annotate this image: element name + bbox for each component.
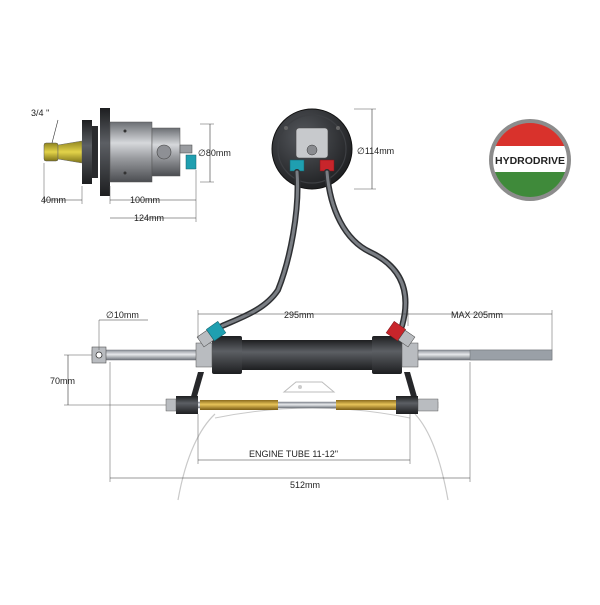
dim-max-stroke: MAX 205mm [451, 310, 503, 320]
hydraulic-hoses [219, 169, 409, 329]
logo-stripe-white [493, 146, 567, 172]
reservoir: ∅114mm [271, 108, 394, 190]
cylinder-end-cap-right [372, 336, 402, 374]
bracket-right [404, 372, 418, 400]
cylinder-dimensions: ∅10mm 295mm MAX 205mm 70mm ENGINE TUBE 1… [50, 310, 553, 490]
pump-valve-plug [156, 144, 172, 160]
dim-rod-diameter: ∅10mm [106, 310, 139, 320]
logo-stripe-red [493, 123, 567, 146]
logo-text: HYDRODRIVE [495, 155, 565, 167]
pump-port-fitting [179, 144, 193, 154]
reservoir-cap [295, 127, 329, 159]
dim-height-offset: 70mm [50, 376, 75, 386]
pump-mount-plate [100, 108, 110, 196]
rod-end-right [469, 349, 553, 361]
helm-pump: 3/4 '' 40mm 100mm 124mm ∅80mm [31, 108, 231, 223]
shaft-nut [43, 142, 59, 162]
cylinder-red-fitting [385, 321, 416, 348]
tie-bar-sleeve-right [336, 400, 396, 410]
hose-blue-line [219, 169, 301, 329]
bracket-left [190, 372, 204, 400]
cylinder-barrel [238, 340, 378, 370]
cylinder-end-cap-left [212, 336, 242, 374]
pump-flange-ring [92, 126, 98, 178]
dim-pump-total: 124mm [134, 213, 164, 223]
dim-pump-diameter: ∅80mm [198, 148, 231, 158]
tie-bar-nut-left [176, 396, 198, 414]
dim-cylinder-span: 295mm [284, 310, 314, 320]
pump-flange [82, 120, 92, 184]
dim-shaft-length: 40mm [41, 195, 66, 205]
tie-bar-sleeve-left [200, 400, 278, 410]
gland-right [401, 342, 419, 368]
steering-cylinder [91, 321, 553, 414]
dim-engine-tube: ENGINE TUBE 11-12'' [249, 449, 338, 459]
dim-reservoir-diameter: ∅114mm [357, 146, 394, 156]
dim-overall-length: 512mm [290, 480, 320, 490]
pump-blue-fitting [185, 154, 197, 170]
dim-pump-body: 100mm [130, 195, 160, 205]
hydrodrive-logo: HYDRODRIVE [489, 119, 571, 201]
cylinder-blue-fitting [196, 321, 227, 348]
dim-shaft-size: 3/4 '' [31, 108, 50, 118]
pump-shaft [57, 140, 83, 164]
tie-bar-nut-right [396, 396, 418, 414]
pump-body [109, 121, 153, 183]
